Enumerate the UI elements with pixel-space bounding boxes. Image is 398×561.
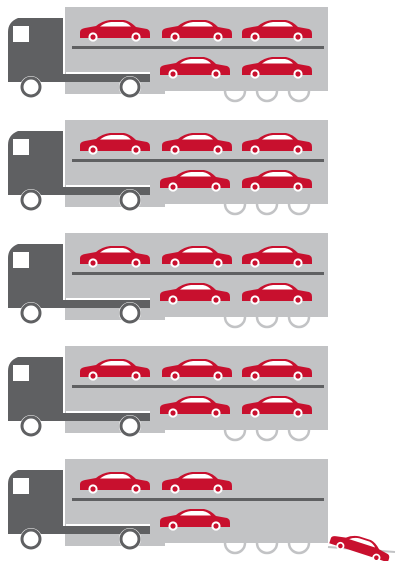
trailer-wheel <box>289 543 309 553</box>
car-hub <box>170 523 175 528</box>
car-hub <box>295 71 300 76</box>
car-hub <box>172 486 177 491</box>
trailer-base <box>65 201 165 207</box>
car-hub <box>252 260 257 265</box>
trailer-wheel <box>289 317 309 327</box>
car-hub <box>252 184 257 189</box>
car-hub <box>213 184 218 189</box>
car-transporter-truck-icon <box>8 7 328 101</box>
car-hub <box>215 147 220 152</box>
car-hub <box>170 71 175 76</box>
car-hub <box>215 260 220 265</box>
car-hub <box>133 260 138 265</box>
car-hub <box>213 71 218 76</box>
car-hub <box>213 410 218 415</box>
car-hub <box>215 373 220 378</box>
deck-shelf <box>72 498 324 501</box>
car-hub <box>90 260 95 265</box>
cab-window <box>13 252 29 268</box>
trailer-wheel <box>289 204 309 214</box>
car-hub <box>295 147 300 152</box>
car-hub <box>295 260 300 265</box>
car-hub <box>133 147 138 152</box>
car-hub <box>90 486 95 491</box>
car-hub <box>133 34 138 39</box>
car-transporter-truck-icon <box>8 346 328 440</box>
car-hub <box>252 71 257 76</box>
cab-window <box>13 365 29 381</box>
car-hub <box>215 486 220 491</box>
trailer-base <box>65 540 165 546</box>
trailer-wheel <box>225 91 245 101</box>
car-hub <box>170 410 175 415</box>
car-hub <box>213 297 218 302</box>
trailer-wheel <box>289 430 309 440</box>
car-hub <box>252 147 257 152</box>
trailer-base <box>65 314 165 320</box>
car-hub <box>252 373 257 378</box>
car-hub <box>215 34 220 39</box>
car-transporter-truck-icon <box>8 120 328 214</box>
car-hub <box>295 184 300 189</box>
car-hub <box>252 297 257 302</box>
trailer-base <box>65 88 165 94</box>
chassis-line <box>66 524 150 526</box>
chassis-line <box>66 298 150 300</box>
deck-shelf <box>72 272 324 275</box>
car-hub <box>213 523 218 528</box>
deck-shelf <box>72 385 324 388</box>
trailer-wheel <box>257 430 277 440</box>
trailer-wheel <box>289 91 309 101</box>
trailer-wheel <box>257 543 277 553</box>
car-hub <box>252 34 257 39</box>
car-hub <box>170 297 175 302</box>
car-hub <box>295 297 300 302</box>
trailer-wheel <box>225 430 245 440</box>
chassis-line <box>66 185 150 187</box>
cab-window <box>13 478 29 494</box>
car-transporter-truck-icon <box>8 459 395 561</box>
trailer-wheel <box>257 317 277 327</box>
car-hub <box>295 410 300 415</box>
car-hub <box>170 184 175 189</box>
car-hub <box>172 260 177 265</box>
car-driving-off-ramp-icon <box>328 528 392 561</box>
trailer-base <box>65 427 165 433</box>
deck-shelf <box>72 159 324 162</box>
cab-window <box>13 26 29 42</box>
cab-window <box>13 139 29 155</box>
trailer-wheel <box>225 317 245 327</box>
car-hub <box>172 34 177 39</box>
car-hub <box>172 373 177 378</box>
car-hub <box>90 34 95 39</box>
car-hub <box>133 486 138 491</box>
car-hub <box>133 373 138 378</box>
car-hub <box>252 410 257 415</box>
trailer-wheel <box>257 204 277 214</box>
car-hub <box>90 373 95 378</box>
deck-shelf <box>72 46 324 49</box>
chassis-line <box>66 411 150 413</box>
car-hub <box>90 147 95 152</box>
chassis-line <box>66 72 150 74</box>
trailer-wheel <box>257 91 277 101</box>
trailer-wheel <box>225 204 245 214</box>
car-hub <box>295 34 300 39</box>
car-transporter-truck-icon <box>8 233 328 327</box>
car-hub <box>295 373 300 378</box>
car-hub <box>172 147 177 152</box>
trailer-wheel <box>225 543 245 553</box>
